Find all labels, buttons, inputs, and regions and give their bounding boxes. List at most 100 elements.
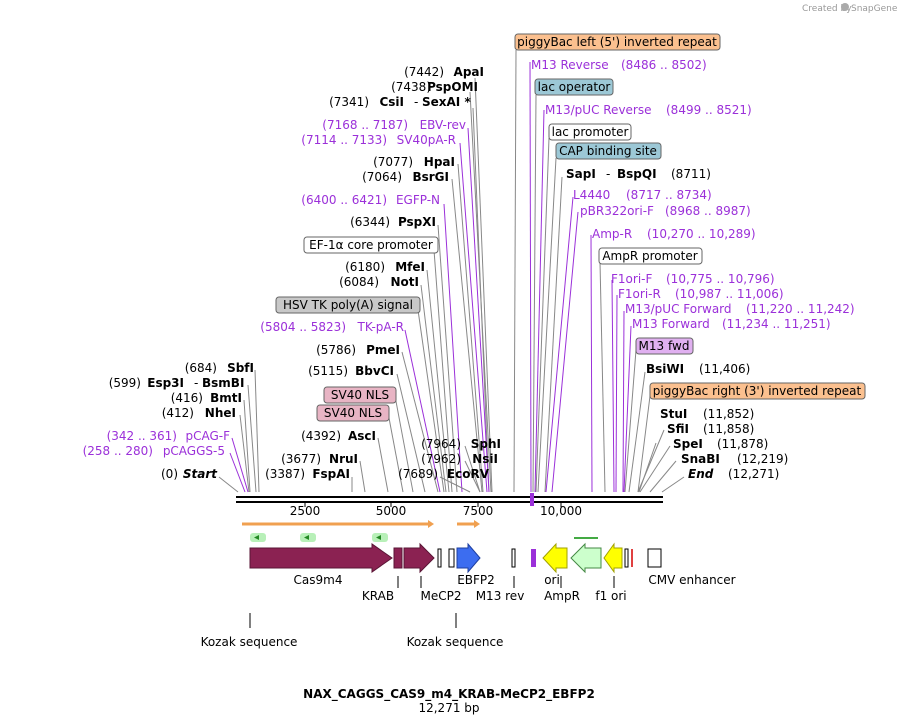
label-mecp2: MeCP2: [421, 589, 462, 603]
feature-label: SV40 NLS: [331, 388, 389, 402]
label-f1ori: f1 ori: [595, 589, 626, 603]
svg-text:-: -: [414, 95, 418, 109]
red-block: [631, 549, 633, 567]
primer-name: pBR322ori-F: [580, 204, 654, 218]
left-leader-lines: [218, 77, 493, 493]
right-feature-boxes: piggyBac left (5') inverted repeat lac o…: [514, 33, 866, 400]
start-label: Start: [183, 467, 218, 481]
feature-box: [514, 33, 721, 51]
site-name: PmeI: [366, 343, 400, 357]
brand-name: SnapGene: [851, 4, 898, 14]
site-name: NheI: [205, 406, 236, 420]
feature-box: [316, 404, 390, 422]
label-kozak-1: Kozak sequence: [201, 635, 298, 649]
small-block: [624, 548, 629, 568]
site-name-2: BsmBI: [202, 376, 244, 390]
feature-label: AmpR promoter: [602, 249, 697, 263]
site-pos: (599): [109, 376, 141, 390]
primer-tick: [530, 493, 534, 506]
primer-range: (8486 .. 8502): [621, 58, 707, 72]
feature-label: HSV TK poly(A) signal: [283, 298, 413, 312]
feature-label: piggyBac left (5') inverted repeat: [517, 35, 717, 49]
site-name: PspXI: [398, 215, 436, 229]
left-primer-labels: (7168 .. 7187) EBV-rev (7114 .. 7133) SV…: [83, 118, 466, 458]
feature-box: [649, 382, 866, 400]
label-ampr: AmpR: [544, 589, 580, 603]
site-name: AscI: [348, 429, 376, 443]
label-ori: ori: [544, 573, 560, 587]
ori-arrow: [542, 542, 568, 574]
site-name: ApaI: [454, 65, 484, 79]
primer-range: (5804 .. 5823): [260, 320, 346, 334]
feature-label: piggyBac right (3') inverted repeat: [653, 384, 862, 398]
primer-range: (10,987 .. 11,006): [675, 287, 784, 301]
primer-block: [531, 549, 536, 567]
primer-range: (8968 .. 8987): [665, 204, 751, 218]
ruler-10000: 10,000: [540, 504, 582, 518]
primer-range: (10,775 .. 10,796): [666, 272, 775, 286]
site-name: NotI: [391, 275, 420, 289]
label-cas9m4: Cas9m4: [294, 573, 343, 587]
primer-range: (11,234 .. 11,251): [722, 317, 831, 331]
mecp2-arrow: [403, 542, 435, 574]
svg-text:-: -: [606, 167, 610, 181]
ruler-5000: 5000: [376, 504, 407, 518]
ruler-2500: 2500: [290, 504, 321, 518]
label-ebfp2: EBFP2: [457, 573, 495, 587]
primer-name: M13/pUC Forward: [625, 302, 732, 316]
site-pos: (416): [171, 391, 203, 405]
kozak-block-1: [437, 548, 442, 568]
site-pos: (6180): [345, 260, 385, 274]
primer-name: EGFP-N: [396, 193, 440, 207]
end-label: End: [688, 467, 714, 481]
site-name: BsiWI: [646, 362, 684, 376]
site-pos: (6344): [350, 215, 390, 229]
primer-name: L4440: [573, 188, 610, 202]
primer-range: (8717 .. 8734): [626, 188, 712, 202]
primer-name: SV40pA-R: [397, 133, 456, 147]
created-by-label: Created by: [802, 4, 852, 14]
m13rev-block: [511, 548, 516, 568]
primer-range: (6400 .. 6421): [301, 193, 387, 207]
primer-name: EBV-rev: [420, 118, 466, 132]
site-name: SbfI: [227, 361, 254, 375]
left-feature-boxes: EF-1α core promoter HSV TK poly(A) signa…: [275, 236, 439, 422]
svg-text:-: -: [194, 376, 198, 390]
map-length: 12,271 bp: [418, 701, 479, 715]
site-name: SphI: [471, 437, 501, 451]
ruler-7500: 7500: [463, 504, 494, 518]
label-m13rev: M13 rev: [476, 589, 525, 603]
site-pos: (7064): [362, 170, 402, 184]
site-name: BmtI: [210, 391, 242, 405]
site-pos: (6084): [339, 275, 379, 289]
site-name: StuI: [660, 407, 687, 421]
site-pos: (11,852): [703, 407, 754, 421]
ampr-arrow: [570, 542, 602, 574]
snapgene-logo-icon: [841, 3, 849, 11]
site-pos: (4392): [301, 429, 341, 443]
primer-range: (7114 .. 7133): [301, 133, 387, 147]
site-pos: (7964): [421, 437, 461, 451]
label-cmv-enhancer: CMV enhancer: [648, 573, 735, 587]
site-pos: (7442): [404, 65, 444, 79]
site-name: CsiI: [379, 95, 404, 109]
site-pos: (11,406): [699, 362, 750, 376]
primer-range: (258 .. 280): [83, 444, 153, 458]
feature-label: M13 fwd: [639, 339, 690, 353]
site-pos: (7438): [391, 80, 431, 94]
site-name: Esp3I: [147, 376, 184, 390]
site-pos: (7962): [421, 452, 461, 466]
feature-box: [598, 247, 703, 265]
right-site-labels: SapI - BspQI (8711) BsiWI (11,406) StuI …: [566, 167, 788, 466]
feature-label: lac promoter: [552, 125, 629, 139]
primer-name: pCAGGS-5: [163, 444, 225, 458]
site-name-2: SexAI *: [422, 95, 471, 109]
primer-name: M13 Reverse: [531, 58, 609, 72]
primer-range: (11,220 .. 11,242): [746, 302, 855, 316]
primer-name: M13/pUC Reverse: [545, 103, 652, 117]
site-name: SpeI: [673, 437, 703, 451]
site-name: NruI: [329, 452, 358, 466]
site-name: PspOMI: [427, 80, 478, 94]
site-name: BsrGI: [412, 170, 449, 184]
site-pos: (684): [185, 361, 217, 375]
